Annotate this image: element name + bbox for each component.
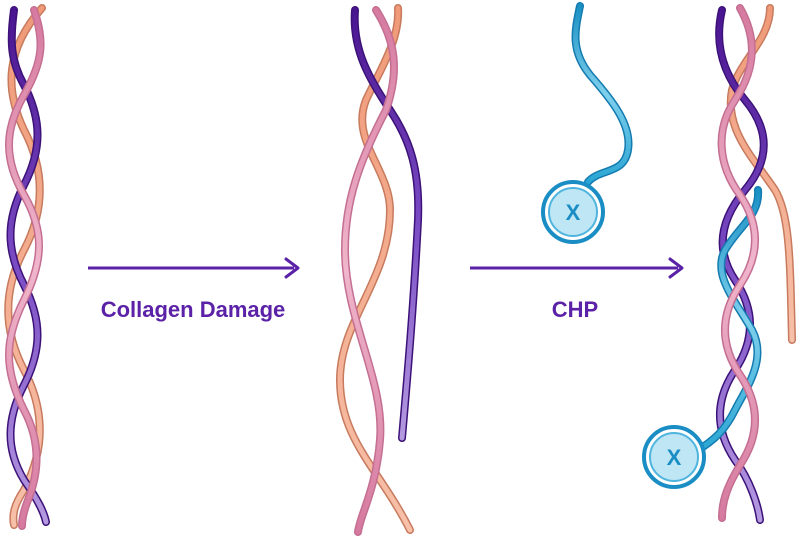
x-circle-icon: X <box>541 180 605 244</box>
chp-bound-helix: X <box>642 4 796 524</box>
svg-text:X: X <box>566 200 581 225</box>
intact-triple-helix <box>4 4 50 530</box>
helix-strand-purple <box>716 7 767 523</box>
helix-strand-purple <box>352 7 421 441</box>
x-circle-icon: X <box>642 425 706 489</box>
collagen-damage-label: Collagen Damage <box>101 297 286 322</box>
helix-strand-pink <box>719 5 758 521</box>
chp-strand <box>573 3 631 185</box>
damaged-helix <box>335 4 423 536</box>
helix-strand-pink <box>6 7 44 529</box>
chp-probe-free: X <box>541 2 633 244</box>
chp-strand <box>571 2 633 186</box>
right-arrow-icon <box>88 257 300 279</box>
chp-strand <box>692 187 761 455</box>
right-arrow-icon <box>470 257 684 279</box>
chp-label: CHP <box>552 297 598 322</box>
helix-strand-pink <box>342 7 397 535</box>
svg-text:X: X <box>667 445 682 470</box>
